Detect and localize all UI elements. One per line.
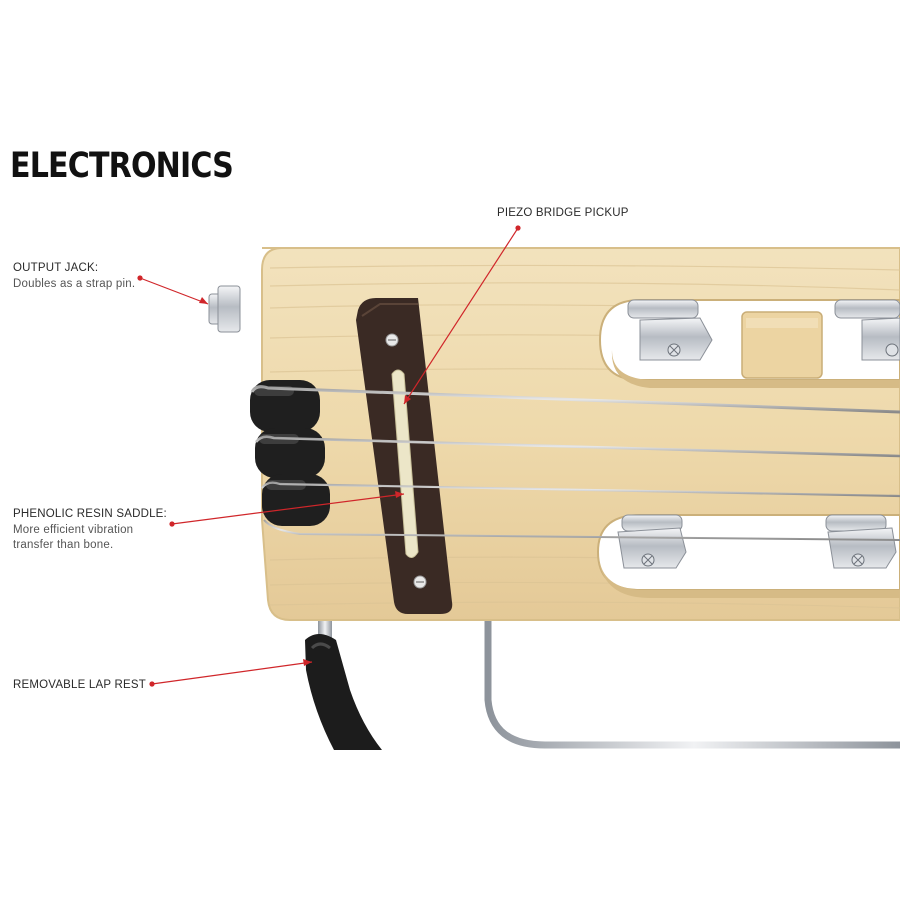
pointer-dot-output-jack [137,275,143,281]
lap-rest-rod [484,612,900,749]
slot-divider-block [741,311,823,379]
callout-saddle-title: PHENOLIC RESIN SADDLE: [13,508,167,520]
callout-pointers [137,225,521,687]
pointer-saddle [171,493,405,525]
pointer-output-jack [139,277,209,305]
pointer-arrow-lap-rest [303,659,312,666]
pointer-dot-saddle [169,521,175,527]
page-title: ELECTRONICS [10,146,234,186]
lap-rest-foam [305,634,382,750]
callout-output-jack-desc: Doubles as a strap pin. [13,277,136,290]
string-rollers [250,380,330,526]
callout-piezo-pickup: PIEZO BRIDGE PICKUP [497,206,629,222]
string-4 [263,519,900,541]
tuner-peg-3 [617,514,687,569]
tuner-peg-1 [627,299,713,361]
callout-lap-rest-title: REMOVABLE LAP REST [13,679,146,691]
output-jack-icon [208,285,241,333]
callout-piezo-title: PIEZO BRIDGE PICKUP [497,207,629,219]
bridge-saddle [391,369,419,558]
string-2 [254,435,900,458]
callout-output-jack-title: OUTPUT JACK: [13,262,99,274]
tuner-peg-2 [834,299,900,361]
string-3 [261,481,900,498]
pointer-arrow-output-jack [199,297,208,304]
tuner-peg-4 [825,514,897,569]
pointer-dot-piezo [515,225,521,231]
callout-lap-rest: REMOVABLE LAP REST [13,678,146,694]
callout-saddle-desc-line1: More efficient vibration [13,523,134,536]
callout-saddle-desc-line2: transfer than bone. [13,539,114,551]
callout-saddle: PHENOLIC RESIN SADDLE: More efficient vi… [13,507,167,554]
lap-rest-foam-highlight [310,642,331,650]
pointer-dot-lap-rest [149,681,155,687]
strings [250,385,900,541]
pointer-arrow-saddle [395,491,404,498]
lap-rest [305,612,900,750]
pointer-lap-rest [151,661,313,685]
pointer-piezo [403,227,519,405]
callout-output-jack: OUTPUT JACK: Doubles as a strap pin. [13,261,135,292]
string-1 [250,385,900,414]
pointer-arrow-piezo [404,395,411,404]
